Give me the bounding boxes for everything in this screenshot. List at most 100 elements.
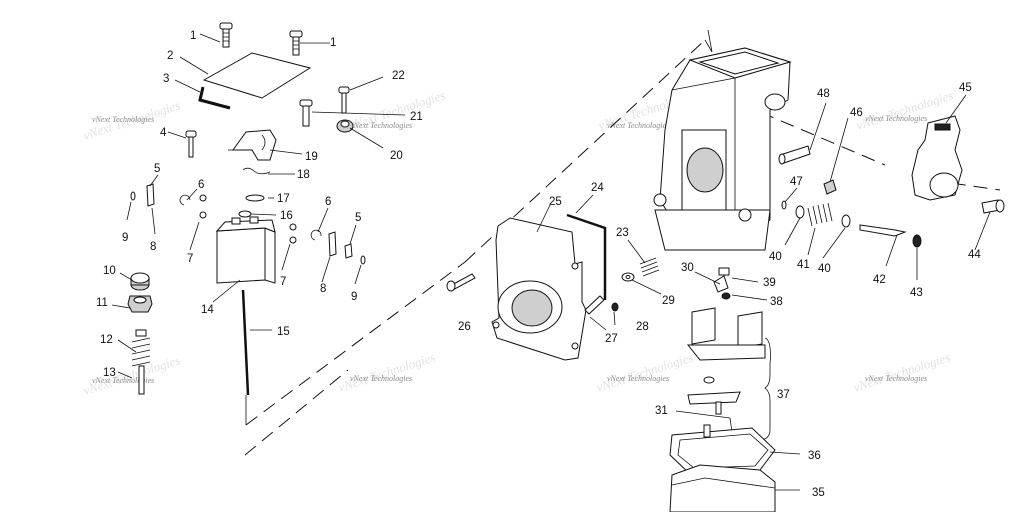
assembly-guide-lines	[244, 29, 1001, 456]
watermark: vNext Technologies	[607, 374, 669, 383]
watermark: vNext Technologies	[350, 374, 412, 383]
ring-47	[781, 200, 787, 210]
washer-40a	[795, 205, 805, 219]
callout-41: 41	[797, 259, 810, 271]
callout-18: 18	[297, 169, 310, 181]
callout-19: 19	[305, 151, 318, 163]
plate-8a	[146, 183, 155, 207]
cover-plate	[202, 52, 312, 99]
screw-1a	[219, 22, 233, 48]
callouts: 1 1 2 3 4 5 6 9 8 7 6 5 7 8 9 10 11 12 1…	[96, 30, 981, 499]
cap-46	[823, 179, 837, 195]
callout-13: 13	[103, 367, 116, 379]
callout-5: 5	[355, 212, 361, 224]
screw-22	[338, 86, 350, 114]
watermark-ghost: vNext Technologies	[851, 349, 952, 394]
callout-15: 15	[277, 326, 290, 338]
callout-9: 9	[351, 291, 357, 303]
callout-9: 9	[122, 232, 128, 244]
clip-6b	[310, 229, 322, 241]
callout-46: 46	[850, 107, 863, 119]
callout-5: 5	[154, 163, 160, 175]
watermark-ghost: vNext Technologies	[594, 349, 695, 394]
jet-gasket-36	[669, 424, 776, 475]
callout-40: 40	[769, 251, 782, 263]
callout-26: 26	[458, 321, 471, 333]
watermark-ghost: vNext Technologies	[336, 349, 437, 394]
throttle-cover-45	[911, 115, 963, 201]
callout-16: 16	[280, 210, 293, 222]
guide-line	[245, 261, 466, 426]
callout-14: 14	[201, 304, 214, 316]
callout-27: 27	[605, 333, 618, 345]
callout-42: 42	[873, 274, 886, 286]
callout-47: 47	[790, 176, 803, 188]
bracket-19	[228, 129, 277, 161]
callout-23: 23	[616, 227, 629, 239]
washer-40b	[841, 214, 851, 228]
screw-26	[446, 273, 476, 292]
callout-4: 4	[160, 127, 167, 139]
float-chamber-cover-25	[491, 217, 587, 361]
screw-21	[299, 99, 313, 127]
clip-18	[242, 167, 271, 175]
callout-8: 8	[150, 241, 156, 253]
fittings-30-39-38	[713, 267, 731, 300]
guide-line	[244, 369, 349, 456]
callout-1: 1	[330, 37, 336, 49]
guide-line	[704, 29, 713, 53]
callout-24: 24	[591, 182, 604, 194]
fitting-48	[778, 145, 811, 165]
spring-23	[639, 257, 660, 277]
watermark: vNext Technologies	[607, 121, 669, 130]
nut-11	[127, 295, 153, 313]
callout-35: 35	[812, 487, 825, 499]
callout-37: 37	[777, 389, 790, 401]
ring-7d	[289, 236, 297, 244]
screw-4	[185, 130, 197, 158]
callout-40: 40	[818, 263, 831, 275]
spring-12	[131, 329, 151, 395]
callout-10: 10	[103, 265, 116, 277]
callout-45: 45	[959, 82, 972, 94]
screw-44	[981, 199, 1005, 214]
clip-9a	[130, 191, 136, 201]
callout-21: 21	[410, 111, 423, 123]
callout-7: 7	[187, 253, 193, 265]
callout-22: 22	[392, 70, 405, 82]
screw-1b	[289, 30, 303, 56]
leader-lines	[111, 33, 991, 491]
plate-5b	[344, 243, 353, 259]
bracket-37	[761, 337, 771, 441]
slide-valve-14	[215, 216, 276, 284]
callout-29: 29	[662, 295, 675, 307]
callout-39: 39	[763, 277, 776, 289]
callout-7: 7	[280, 276, 286, 288]
callout-17: 17	[277, 193, 290, 205]
float-pin-assembly	[687, 376, 741, 433]
watermark: vNext Technologies	[92, 115, 154, 124]
ring-7c	[289, 223, 297, 231]
callout-38: 38	[770, 296, 783, 308]
watermark: vNext Technologies	[865, 114, 927, 123]
washer-29	[621, 272, 635, 282]
gasket-24	[566, 213, 607, 300]
callout-36: 36	[808, 450, 821, 462]
needle-15	[241, 289, 250, 396]
float-37	[686, 307, 766, 361]
callout-2: 2	[167, 50, 173, 62]
callout-20: 20	[390, 150, 403, 162]
float-bowl-35	[669, 464, 776, 512]
callout-28: 28	[636, 321, 649, 333]
ring-7b	[199, 211, 207, 219]
callout-12: 12	[100, 334, 113, 346]
callout-44: 44	[968, 249, 981, 261]
callout-30: 30	[681, 262, 694, 274]
ring-7a	[199, 194, 207, 202]
callout-6: 6	[325, 196, 331, 208]
watermark: vNext Technologies	[350, 121, 412, 130]
plug-43	[912, 234, 922, 248]
clip-9b	[360, 255, 366, 265]
